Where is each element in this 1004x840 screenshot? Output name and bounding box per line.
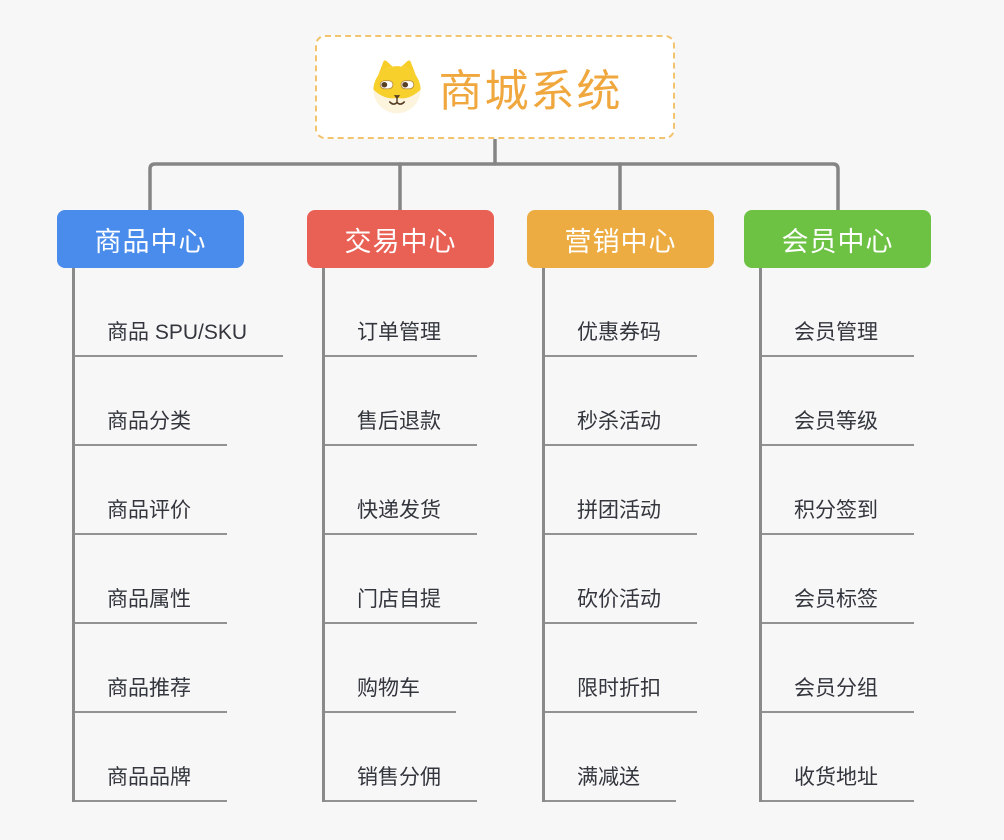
leaf-node[interactable]: 拼团活动 [545, 498, 697, 535]
leaf-node[interactable]: 满减送 [545, 765, 676, 802]
leaf-node[interactable]: 会员分组 [762, 676, 914, 713]
leaf-node[interactable]: 快递发货 [325, 498, 477, 535]
leaf-node[interactable]: 销售分佣 [325, 765, 477, 802]
leaf-node[interactable]: 会员标签 [762, 587, 914, 624]
leaf-node[interactable]: 会员管理 [762, 320, 914, 357]
root-node-mall-system[interactable]: 商城系统 [315, 35, 675, 139]
branch-node-member-center[interactable]: 会员中心 [744, 210, 931, 268]
branch-node-label: 会员中心 [781, 226, 894, 257]
leaf-node[interactable]: 商品品牌 [75, 765, 227, 802]
leaf-node[interactable]: 订单管理 [325, 320, 477, 357]
leaf-node[interactable]: 门店自提 [325, 587, 477, 624]
branch-node-label: 营销中心 [564, 226, 677, 257]
leaf-node[interactable]: 优惠券码 [545, 320, 697, 357]
leaf-node[interactable]: 收货地址 [762, 765, 914, 802]
branch-node-label: 交易中心 [344, 226, 457, 257]
branch-node-marketing-center[interactable]: 营销中心 [527, 210, 714, 268]
branch-node-product-center[interactable]: 商品中心 [57, 210, 244, 268]
leaf-column-product-center: 商品 SPU/SKU 商品分类 商品评价 商品属性 商品推荐 商品品牌 [72, 268, 284, 802]
leaf-node[interactable]: 商品属性 [75, 587, 227, 624]
leaf-node[interactable]: 商品分类 [75, 409, 227, 446]
branch-node-label: 商品中心 [94, 226, 207, 257]
leaf-node[interactable]: 商品 SPU/SKU [75, 320, 284, 357]
leaf-node[interactable]: 积分签到 [762, 498, 914, 535]
dog-face-icon [372, 60, 421, 114]
leaf-node[interactable]: 限时折扣 [545, 676, 697, 713]
leaf-node[interactable]: 购物车 [325, 676, 456, 713]
leaf-node[interactable]: 砍价活动 [545, 587, 697, 624]
root-node-title: 商城系统 [438, 67, 623, 116]
leaf-column-member-center: 会员管理 会员等级 积分签到 会员标签 会员分组 收货地址 [759, 268, 914, 802]
leaf-node[interactable]: 售后退款 [325, 409, 477, 446]
leaf-column-trade-center: 订单管理 售后退款 快递发货 门店自提 购物车 销售分佣 [322, 268, 477, 802]
leaf-node[interactable]: 商品评价 [75, 498, 227, 535]
leaf-node[interactable]: 秒杀活动 [545, 409, 697, 446]
leaf-node[interactable]: 商品推荐 [75, 676, 227, 713]
leaf-node[interactable]: 会员等级 [762, 409, 914, 446]
leaf-column-marketing-center: 优惠券码 秒杀活动 拼团活动 砍价活动 限时折扣 满减送 [542, 268, 697, 802]
branch-node-trade-center[interactable]: 交易中心 [307, 210, 494, 268]
